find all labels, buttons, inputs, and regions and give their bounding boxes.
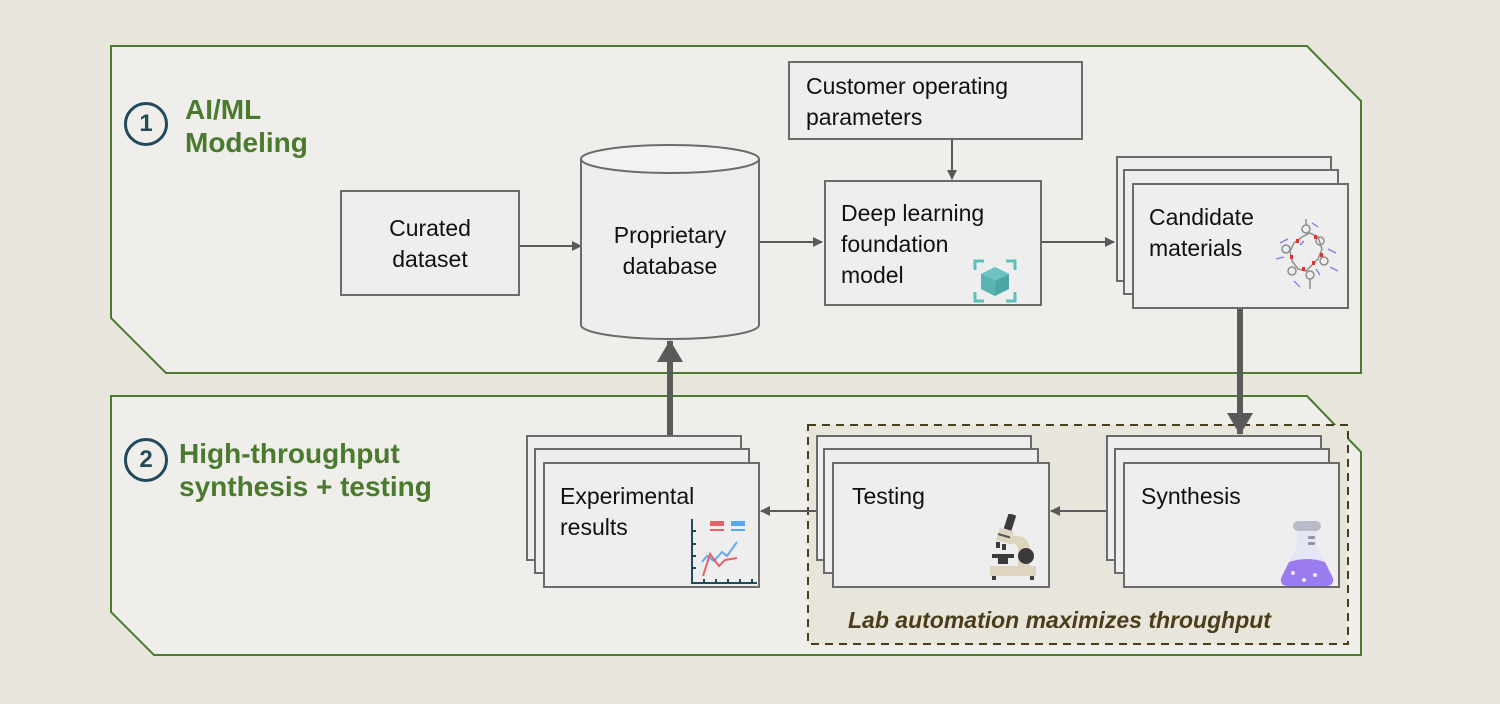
- testing-label: Testing: [852, 483, 925, 509]
- experimental-results-node: Experimental results: [543, 462, 760, 588]
- curated-dataset-label: Curated dataset: [389, 215, 471, 272]
- candidate-materials-label: Candidate materials: [1149, 204, 1254, 261]
- section-2-title: High-throughput synthesis + testing: [179, 438, 432, 502]
- synthesis-node: Synthesis: [1123, 462, 1340, 588]
- microscope-icon: [990, 514, 1036, 580]
- cube-icon: [973, 259, 1017, 303]
- testing-node: Testing: [832, 462, 1050, 588]
- molecule-icon: [1275, 219, 1339, 289]
- customer-parameters-label: Customer operating parameters: [806, 73, 1008, 130]
- foundation-model-node: Deep learning foundation model: [824, 180, 1042, 306]
- section-2-badge: 2: [124, 438, 168, 482]
- synthesis-label: Synthesis: [1141, 483, 1241, 509]
- section-1-badge: 1: [124, 102, 168, 146]
- section-1-title: AI/ML Modeling: [185, 94, 308, 158]
- proprietary-database-label: Proprietary database: [613, 222, 727, 279]
- lab-automation-caption: Lab automation maximizes throughput: [848, 607, 1271, 633]
- proprietary-database-node: [580, 144, 760, 340]
- line-chart-icon: [691, 519, 757, 584]
- foundation-model-label: Deep learning foundation model: [841, 200, 985, 288]
- experimental-results-label: Experimental results: [560, 483, 695, 540]
- flask-icon: [1280, 521, 1334, 586]
- candidate-materials-node: Candidate materials: [1132, 183, 1349, 309]
- customer-parameters-node: Customer operating parameters: [788, 61, 1083, 140]
- curated-dataset-node: Curated dataset: [340, 190, 520, 296]
